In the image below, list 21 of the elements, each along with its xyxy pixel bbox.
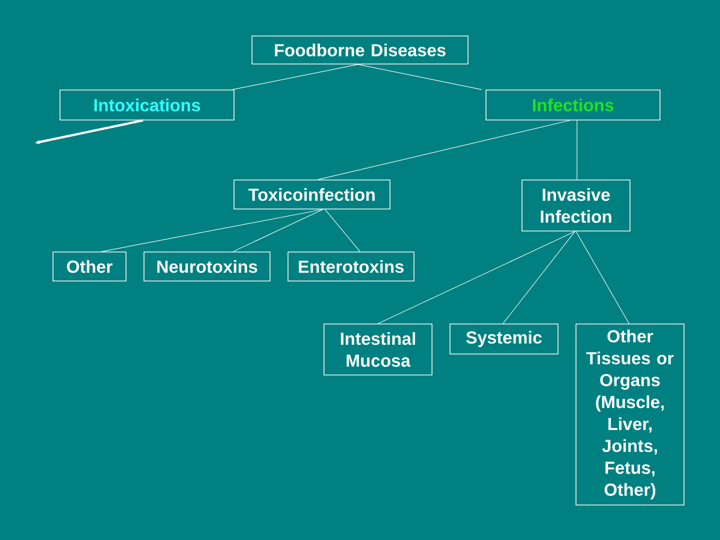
connector-line — [232, 64, 358, 90]
connector-line — [324, 209, 360, 252]
connector-line — [232, 209, 324, 252]
category-box: Enterotoxins — [288, 252, 414, 282]
connector-line — [576, 120, 578, 180]
category-box: Systemic — [450, 324, 558, 354]
connector-line — [101, 209, 324, 252]
connector-line — [358, 64, 482, 90]
category-box: Invasive Infection — [522, 180, 630, 232]
connector-line — [378, 231, 576, 324]
category-box: Foodborne Diseases — [252, 36, 468, 64]
connector-line — [502, 231, 576, 324]
category-box: Other Tissues or Organs (Muscle, Liver, Joints, Fetus, Other) — [576, 324, 684, 506]
connector-line — [318, 120, 570, 180]
category-box: Intoxications — [60, 90, 234, 120]
category-box: Toxicoinfection — [234, 180, 390, 210]
connector-line — [576, 231, 630, 324]
category-box: Intestinal Mucosa — [324, 324, 432, 376]
category-box: Other — [52, 252, 126, 282]
category-box: Infections — [486, 90, 660, 120]
category-box: Neurotoxins — [144, 252, 270, 282]
